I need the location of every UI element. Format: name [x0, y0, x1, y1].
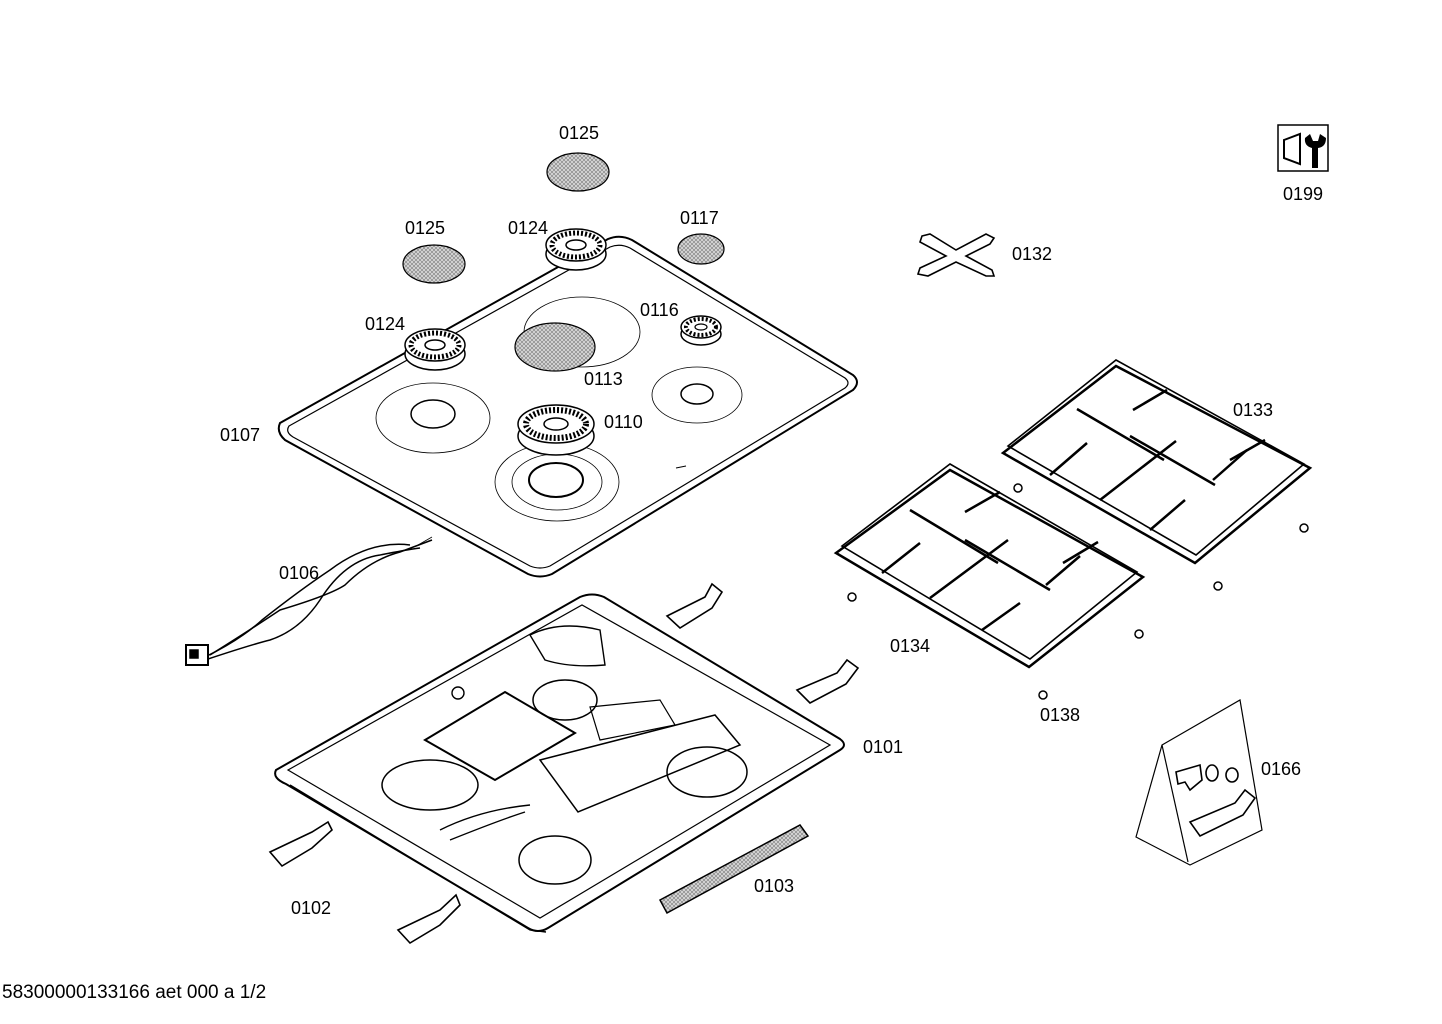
rubber-feet — [847, 483, 1309, 700]
leader-lines — [417, 536, 433, 546]
hob-top-plate — [277, 235, 858, 578]
part-label-0101: 0101 — [863, 737, 904, 757]
part-label-0166: 0166 — [1261, 759, 1302, 779]
part-label-0199: 0199 — [1283, 184, 1324, 204]
part-label-0125-left: 0125 — [405, 218, 446, 238]
part-label-0116: 0116 — [640, 300, 679, 320]
service-tool-icon — [1277, 124, 1329, 172]
burner-cap-0113 — [514, 322, 596, 372]
document-footer-code: 58300000133166 aet 000 a 1/2 — [2, 982, 267, 1003]
part-label-0125-top: 0125 — [559, 123, 600, 143]
part-label-0133: 0133 — [1233, 400, 1274, 420]
pan-support-grate-0134 — [833, 463, 1146, 669]
burner-ring-0110 — [517, 404, 595, 456]
grate-clip — [916, 233, 996, 277]
burner-cap-0125-small — [402, 244, 466, 284]
burner-ring-0124-left — [404, 328, 466, 371]
power-cable — [185, 539, 433, 666]
part-label-0124-top: 0124 — [508, 218, 549, 238]
burner-cap-0117 — [677, 233, 725, 265]
part-label-0102: 0102 — [291, 898, 332, 918]
part-label-0113: 0113 — [584, 369, 623, 389]
mounting-clamps — [268, 582, 1257, 945]
part-label-0117: 0117 — [680, 208, 719, 228]
part-label-0103: 0103 — [754, 876, 795, 896]
part-label-0132: 0132 — [1012, 244, 1053, 264]
burner-cap-0125-large — [546, 152, 610, 192]
burner-ring-0124-top — [545, 228, 607, 271]
part-label-0134: 0134 — [890, 636, 931, 656]
part-label-0138: 0138 — [1040, 705, 1081, 725]
hob-base-tray — [274, 593, 845, 933]
burner-ring-0116 — [680, 315, 722, 346]
seal-strip — [658, 824, 810, 915]
pan-support-grate-0133 — [1000, 359, 1313, 565]
part-label-0124-left: 0124 — [365, 314, 406, 334]
part-label-0106: 0106 — [279, 563, 320, 583]
part-label-0110: 0110 — [604, 412, 643, 432]
part-label-0107: 0107 — [220, 425, 261, 445]
nozzle-kit-bag — [1135, 699, 1263, 866]
